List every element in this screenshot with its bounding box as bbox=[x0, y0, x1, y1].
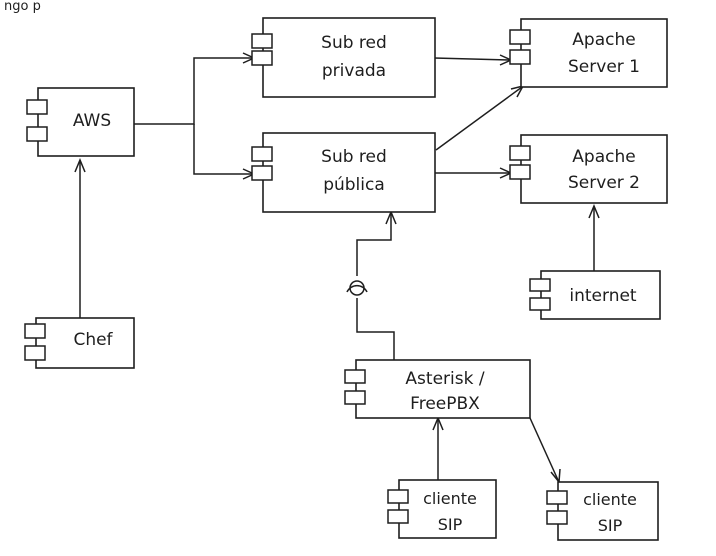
edge-asterisk-cliente2 bbox=[529, 417, 559, 481]
component-apache-server-1[interactable]: Apache Server 1 bbox=[509, 18, 668, 88]
component-label-line1: Apache bbox=[572, 30, 635, 50]
component-label: Chef bbox=[73, 330, 113, 350]
component-label-line1: cliente bbox=[423, 489, 477, 508]
edge-aws-subred-publica bbox=[193, 124, 252, 175]
component-label-line2: Server 1 bbox=[568, 57, 640, 77]
edge-publica-apache1 bbox=[435, 86, 523, 151]
component-label-line2: SIP bbox=[598, 516, 623, 535]
component-label-line2: pública bbox=[323, 175, 385, 195]
arrowhead bbox=[588, 204, 600, 219]
component-label-line2: Server 2 bbox=[568, 173, 640, 193]
component-internet[interactable]: internet bbox=[529, 270, 661, 320]
component-label: AWS bbox=[73, 111, 111, 131]
component-chef[interactable]: Chef bbox=[24, 317, 135, 369]
edge-privada-apache1 bbox=[433, 57, 510, 61]
component-label-line2: SIP bbox=[438, 515, 463, 534]
edge-aws-subred-privada bbox=[134, 57, 252, 125]
component-subred-privada[interactable]: Sub red privada bbox=[251, 17, 436, 98]
component-label-line1: Sub red bbox=[321, 147, 387, 167]
component-cliente-sip-2[interactable]: cliente SIP bbox=[546, 481, 659, 541]
component-asterisk-freepbx[interactable]: Asterisk / FreePBX bbox=[344, 359, 531, 419]
component-label: internet bbox=[569, 286, 637, 306]
arrowhead bbox=[74, 158, 86, 173]
provided-interface-icon bbox=[349, 280, 365, 296]
component-subred-publica[interactable]: Sub red pública bbox=[251, 132, 436, 213]
component-aws[interactable]: AWS bbox=[26, 87, 135, 157]
component-label-line2: FreePBX bbox=[410, 394, 480, 414]
diagram-title: ngo p bbox=[4, 0, 41, 14]
edge-asterisk-interface bbox=[356, 298, 395, 360]
component-label-line1: Asterisk / bbox=[405, 369, 484, 389]
edge-interface-subred-publica bbox=[356, 214, 392, 276]
required-interface-socket bbox=[346, 284, 368, 293]
component-label-line1: Apache bbox=[572, 147, 635, 167]
component-cliente-sip-1[interactable]: cliente SIP bbox=[387, 479, 497, 539]
component-apache-server-2[interactable]: Apache Server 2 bbox=[509, 134, 668, 204]
component-label-line2: privada bbox=[322, 61, 386, 81]
component-label-line1: cliente bbox=[583, 490, 637, 509]
component-label-line1: Sub red bbox=[321, 33, 387, 53]
